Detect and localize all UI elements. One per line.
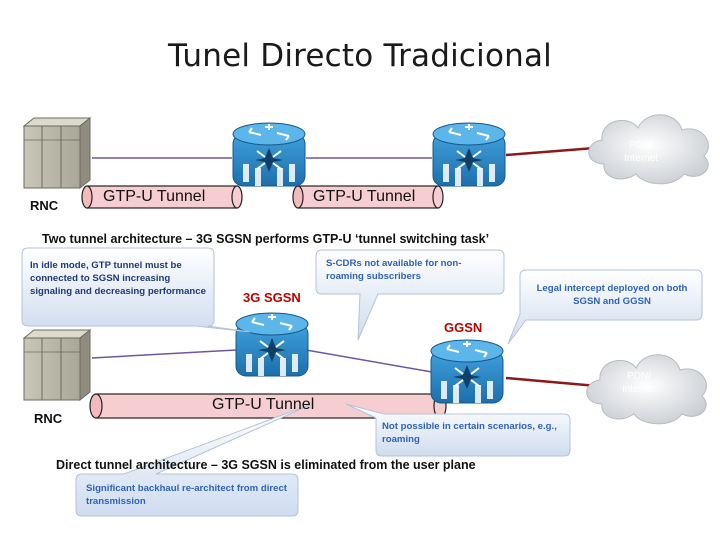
bottom-caption: Direct tunnel architecture – 3G SGSN is … (56, 458, 476, 472)
bottom-link-rnc-sgsn (91, 349, 237, 359)
callout-backhaul (75, 403, 313, 517)
top-tunnel-1 (81, 185, 243, 209)
top-caption: Two tunnel architecture – 3G SGSN perfor… (42, 232, 490, 246)
callout-legal-intercept (507, 269, 703, 345)
bottom-ggsn-router (430, 339, 504, 404)
callout-not-possible-text: Not possible in certain scenarios, e.g.,… (382, 421, 557, 445)
bottom-link-sgsn-ggsn (305, 349, 433, 373)
bottom-sgsn-router (235, 312, 309, 377)
callout-s-cdrs-text: S-CDRs not available for non-roaming sub… (326, 258, 462, 282)
slide-title: Tunel Directo Tradicional (168, 38, 552, 74)
top-tunnel-1-label: GTP-U Tunnel (103, 188, 206, 205)
top-rnc-rack (23, 117, 91, 189)
top-ggsn-router (432, 122, 506, 187)
top-rnc-label: RNC (30, 198, 59, 213)
ggsn-label: GGSN (444, 320, 483, 335)
bottom-tunnel-label: GTP-U Tunnel (212, 396, 315, 413)
top-sgsn-router (232, 122, 306, 187)
callout-idle-mode-text: In idle mode, GTP tunnel must be connect… (30, 260, 206, 297)
callout-not-possible (345, 403, 571, 457)
top-cloud-label: PDN/ Internet (624, 140, 658, 164)
top-tunnel-2-label: GTP-U Tunnel (313, 188, 416, 205)
callout-idle-mode (21, 247, 251, 333)
bottom-rnc-rack (23, 329, 91, 401)
bottom-cloud-label: PDN/ Internet (622, 371, 656, 395)
callout-s-cdrs (315, 249, 505, 341)
sgsn-label: 3G SGSN (243, 290, 301, 305)
bottom-rnc-label: RNC (34, 411, 63, 426)
callout-legal-intercept-text: Legal intercept deployed on both SGSN an… (536, 283, 688, 307)
callout-backhaul-text: Significant backhaul re-architect from d… (86, 483, 287, 507)
